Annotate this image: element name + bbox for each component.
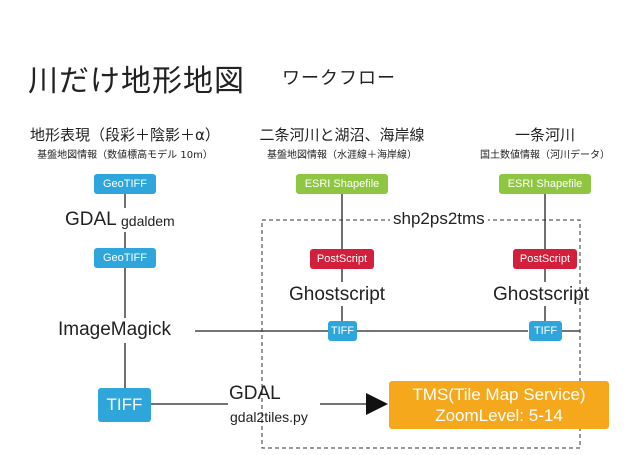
ghostscript-label-lakes: Ghostscript bbox=[289, 284, 386, 305]
imagemagick-label: ImageMagick bbox=[58, 319, 171, 340]
esri-shapefile-box-lakes: ESRI Shapefile bbox=[296, 174, 388, 194]
tiff-box-rivers: TIFF bbox=[529, 321, 562, 341]
page-subtitle: ワークフロー bbox=[282, 68, 396, 89]
arrow-head-icon bbox=[366, 393, 388, 415]
column-source-single-rivers: 国土数値情報（河川データ） bbox=[480, 150, 610, 161]
gdal-tiles-label: GDAL bbox=[229, 383, 281, 404]
column-heading-single-rivers: 一条河川 bbox=[514, 126, 575, 144]
geotiff-processed-box: GeoTIFF bbox=[94, 248, 156, 268]
tiff-composite-box: TIFF bbox=[98, 388, 151, 422]
shp2ps2tms-label: shp2ps2tms bbox=[390, 209, 488, 229]
tiff-box-lakes: TIFF bbox=[328, 321, 357, 341]
geotiff-input-box: GeoTIFF bbox=[94, 174, 156, 194]
tms-output-box: TMS(Tile Map Service) ZoomLevel: 5-14 bbox=[389, 381, 609, 429]
column-source-terrain: 基盤地図情報（数値標高モデル 10m） bbox=[37, 150, 213, 161]
gdal2tiles-label: gdal2tiles.py bbox=[230, 409, 308, 425]
tms-title: TMS(Tile Map Service) bbox=[412, 385, 586, 404]
esri-shapefile-box-rivers: ESRI Shapefile bbox=[499, 174, 591, 194]
page-title: 川だけ地形地図 bbox=[28, 64, 245, 99]
column-heading-rivers-lakes: 二条河川と湖沼、海岸線 bbox=[259, 126, 425, 144]
tms-zoom-level: ZoomLevel: 5-14 bbox=[435, 406, 563, 425]
postscript-box-lakes: PostScript bbox=[310, 249, 374, 269]
column-heading-terrain: 地形表現（段彩＋陰影＋α） bbox=[30, 126, 220, 144]
gdal-label: GDAL bbox=[65, 209, 117, 230]
gdaldem-label: gdaldem bbox=[121, 213, 175, 229]
column-source-rivers-lakes: 基盤地図情報（水涯線＋海岸線） bbox=[267, 150, 417, 161]
ghostscript-label-rivers: Ghostscript bbox=[493, 284, 590, 305]
postscript-box-rivers: PostScript bbox=[513, 249, 577, 269]
